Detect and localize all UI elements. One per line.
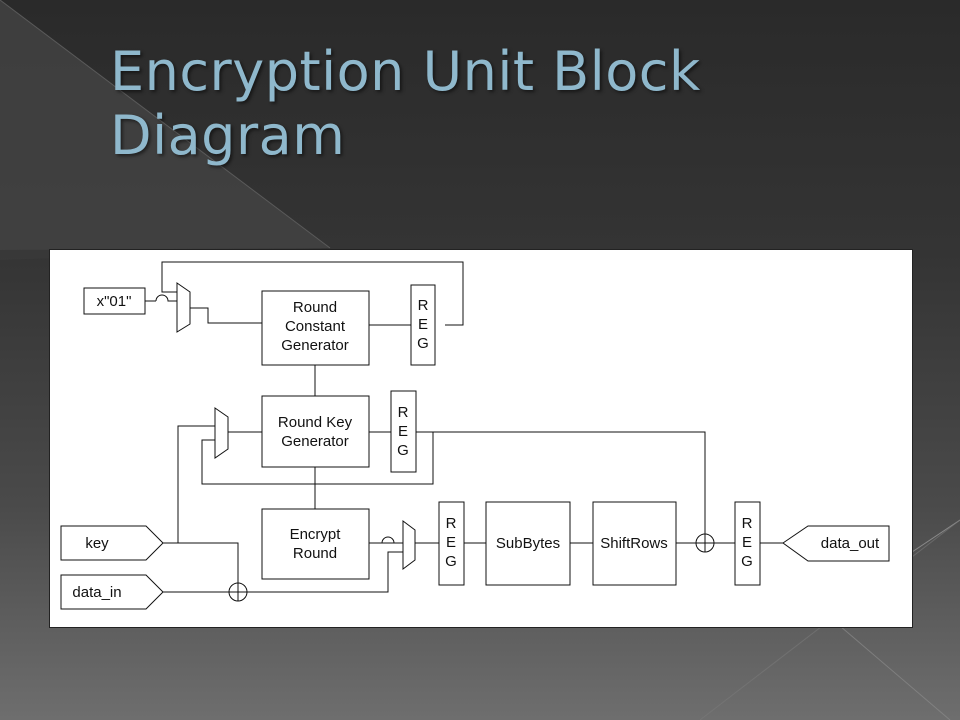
encrypt-label-1: Encrypt <box>290 526 342 543</box>
reg-out-r: R <box>742 515 753 532</box>
reg-rc-e: E <box>418 316 428 333</box>
reg-rk-e: E <box>398 423 408 440</box>
const-input-block: x"01" <box>83 287 146 315</box>
round-constant-generator: Round Constant Generator <box>261 290 370 366</box>
data-in-label: data_in <box>72 584 121 601</box>
data-in-port: data_in <box>60 574 164 610</box>
const-input-label: x"01" <box>97 293 132 310</box>
rkg-label-2: Generator <box>281 433 349 450</box>
xor-output <box>695 533 715 553</box>
wire-round-const-feedback <box>161 261 464 326</box>
reg-dp-r: R <box>446 515 457 532</box>
wire-key-to-keymux <box>177 425 215 543</box>
slide-title: Encryption Unit Block Diagram <box>110 40 870 168</box>
reg-rc-g: G <box>417 335 429 352</box>
slide-title-line-1: Encryption Unit Block <box>110 40 701 103</box>
key-port: key <box>60 525 164 561</box>
key-label: key <box>85 535 109 552</box>
shiftrows-block: ShiftRows <box>592 501 677 586</box>
data-mux <box>402 520 416 570</box>
rkg-label-1: Round Key <box>278 414 353 431</box>
reg-out-g: G <box>741 553 753 570</box>
rcg-label-2: Constant <box>285 318 346 335</box>
wire-key-to-xor <box>163 542 239 583</box>
subbytes-label: SubBytes <box>496 535 560 552</box>
slide-title-line-2: Diagram <box>110 104 346 167</box>
reg-round-constant: R E G <box>410 284 436 366</box>
encrypt-round: Encrypt Round <box>261 508 370 580</box>
data-out-port: data_out <box>782 525 890 562</box>
reg-round-key: R E G <box>390 390 417 473</box>
rcg-label-3: Generator <box>281 337 349 354</box>
key-mux <box>214 407 229 459</box>
reg-dp-g: G <box>445 553 457 570</box>
block-diagram-panel: x"01" Round Constant Generator R E G Rou… <box>49 249 913 628</box>
wires <box>145 261 783 593</box>
xor-input <box>228 582 248 602</box>
wire-encrypt-hop <box>381 536 395 544</box>
wire-xor-to-mux <box>247 551 403 593</box>
block-diagram: x"01" Round Constant Generator R E G Rou… <box>60 261 890 610</box>
const-mux <box>176 282 191 333</box>
subbytes-block: SubBytes <box>485 501 571 586</box>
wire-mux-to-rcg <box>190 307 262 324</box>
data-out-label: data_out <box>821 535 880 552</box>
encrypt-label-2: Round <box>293 545 337 562</box>
reg-data-path: R E G <box>438 501 465 586</box>
rcg-label-1: Round <box>293 299 337 316</box>
reg-rk-g: G <box>397 442 409 459</box>
reg-output: R E G <box>734 501 761 586</box>
reg-rc-r: R <box>418 297 429 314</box>
wire-roundkey-to-xor <box>416 431 706 536</box>
shiftrows-label: ShiftRows <box>600 535 668 552</box>
reg-out-e: E <box>742 534 752 551</box>
reg-dp-e: E <box>446 534 456 551</box>
wire-const-hop <box>155 294 177 302</box>
reg-rk-r: R <box>398 404 409 421</box>
round-key-generator: Round Key Generator <box>261 395 370 468</box>
